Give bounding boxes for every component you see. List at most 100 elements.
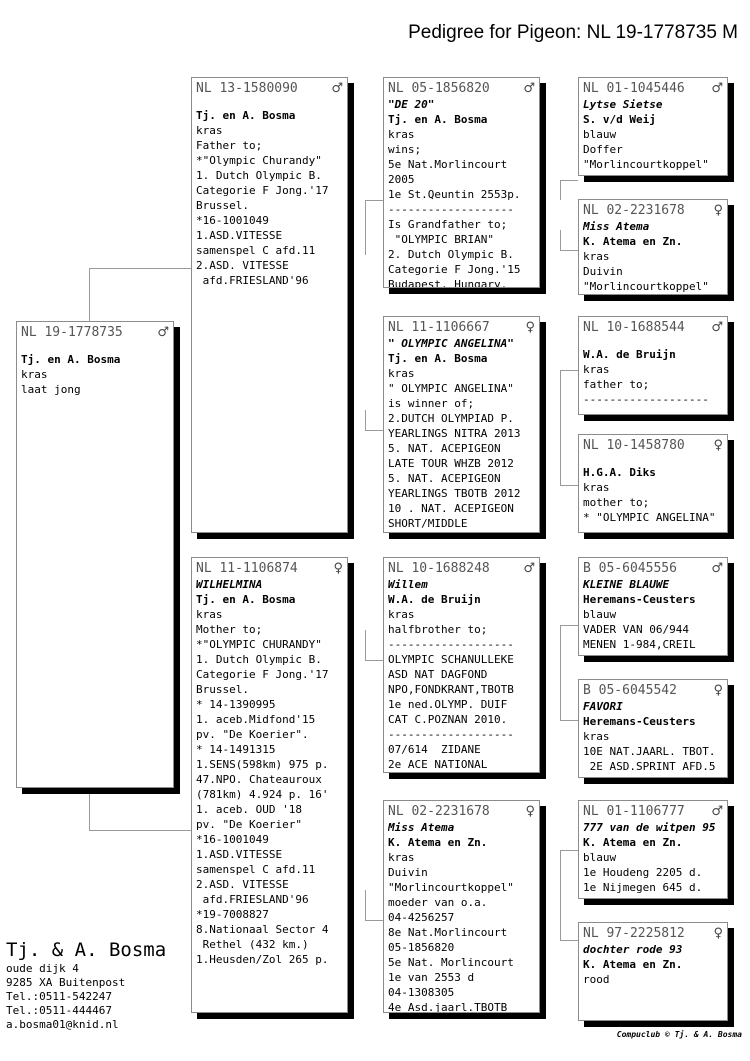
- ring-number: NL 10-1458780: [583, 438, 685, 453]
- info-line: OLYMPIC SCHANULLEKE: [388, 653, 514, 666]
- owner-name: K. Atema en Zn.: [583, 836, 683, 849]
- info-line: blauw: [583, 128, 617, 141]
- pigeon-name: Miss Atema: [388, 821, 455, 834]
- connector: [560, 850, 561, 900]
- info-line: afd.FRIESLAND'96: [196, 893, 309, 906]
- owner-name: W.A. de Bruijn: [583, 348, 676, 361]
- name-spacer: [583, 454, 723, 465]
- ring-number: NL 02-2231678: [583, 203, 685, 218]
- info-line: Is Grandfather to;: [388, 218, 508, 231]
- info-line: 4e Asd.jaarl.TBOTB: [388, 1001, 508, 1013]
- owner-name: Tj. en A. Bosma: [388, 352, 488, 365]
- info-line: "Morlincourtkoppel": [583, 280, 709, 293]
- info-line: 1. aceb.Midfond'15: [196, 713, 316, 726]
- page-title: Pedigree for Pigeon: NL 19-1778735 M: [408, 22, 738, 43]
- ring-number: NL 13-1580090: [196, 81, 298, 96]
- breeder-address-block: Tj. & A. Bosma oude dijk 4 9285 XA Buite…: [6, 938, 166, 1032]
- pigeon-name: KLEINE BLAUWE: [583, 578, 670, 591]
- info-line: kras: [583, 363, 610, 376]
- info-line: 5e Nat. Morlincourt: [388, 956, 514, 969]
- info-line: VADER VAN 06/944: [583, 623, 689, 636]
- info-line: 5. NAT. ACEPIGEON: [388, 442, 501, 455]
- connector: [365, 200, 366, 255]
- info-line: NPO,FONDKRANT,TBOTB: [388, 683, 514, 696]
- info-line: 8.Nationaal Sector 4: [196, 923, 329, 936]
- info-line: 07/614 ZIDANE: [388, 743, 481, 756]
- breeder-phone-1: Tel.:0511-542247: [6, 990, 112, 1003]
- info-line: Categorie F Jong.'15: [388, 263, 521, 276]
- info-line: laat jong: [21, 383, 81, 396]
- info-line: afd.FRIESLAND'96: [196, 274, 309, 287]
- pigeon-card-father-dam: NL 11-1106667♀" OLYMPIC ANGELINA"Tj. en …: [383, 316, 540, 533]
- info-line: YEARLINGS TBOTB 2012: [388, 487, 521, 500]
- info-line: *16-1001049: [196, 214, 269, 227]
- info-line: LATE TOUR WHZB 2012: [388, 457, 514, 470]
- info-line: blauw: [583, 851, 617, 864]
- name-spacer: [196, 97, 343, 108]
- info-line: kras: [388, 367, 415, 380]
- connector: [89, 268, 191, 269]
- info-line: kras: [388, 608, 415, 621]
- info-line: wins;: [388, 143, 422, 156]
- pigeon-name: Willem: [388, 578, 428, 591]
- ring-number: NL 10-1688248: [388, 561, 490, 576]
- owner-name: W.A. de Bruijn: [388, 593, 481, 606]
- info-line: 1.SENS(598km) 975 p.: [196, 758, 329, 771]
- ring-number: NL 19-1778735: [21, 325, 123, 340]
- info-line: * 14-1491315: [196, 743, 276, 756]
- owner-name: Tj. en A. Bosma: [388, 113, 488, 126]
- info-line: ASD NAT DAGFOND: [388, 668, 488, 681]
- info-line: is winner of;: [388, 397, 475, 410]
- card-header: NL 19-1778735♂: [21, 324, 169, 341]
- breeder-phone-2: Tel.:0511-444467: [6, 1004, 112, 1017]
- card-header: NL 01-1045446♂: [583, 80, 723, 97]
- info-line: -------------------: [388, 728, 514, 741]
- owner-name: Heremans-Ceusters: [583, 715, 696, 728]
- connector: [560, 230, 561, 250]
- info-line: kras: [196, 124, 223, 137]
- connector: [560, 370, 578, 371]
- info-line: 1. Dutch Olympic B.: [196, 653, 322, 666]
- female-symbol-icon: ♀: [713, 683, 723, 698]
- card-header: B 05-6045556♂: [583, 560, 723, 577]
- owner-name: S. v/d Weij: [583, 113, 656, 126]
- info-line: 2.ASD. VITESSE: [196, 259, 289, 272]
- name-spacer: [583, 336, 723, 347]
- female-symbol-icon: ♀: [525, 804, 535, 819]
- female-symbol-icon: ♀: [713, 926, 723, 941]
- card-header: NL 02-2231678♀: [583, 202, 723, 219]
- breeder-name: Tj. & A. Bosma: [6, 939, 167, 961]
- owner-name: Tj. en A. Bosma: [196, 109, 296, 122]
- info-line: SHORT/MIDDLE: [388, 517, 468, 530]
- info-line: blauw: [583, 608, 617, 621]
- info-line: 04-4256257: [388, 911, 455, 924]
- male-symbol-icon: ♂: [711, 804, 723, 819]
- connector: [365, 660, 383, 661]
- info-line: kras: [388, 128, 415, 141]
- info-line: 2E ASD.SPRINT AFD.5: [583, 760, 716, 773]
- ring-number: NL 01-1045446: [583, 81, 685, 96]
- pigeon-name: Lytse Sietse: [583, 98, 663, 111]
- info-line: moeder van o.a.: [388, 896, 488, 909]
- pigeon-name: 777 van de witpen 95: [583, 821, 716, 834]
- info-line: * 14-1390995: [196, 698, 276, 711]
- info-line: Doffer: [583, 143, 623, 156]
- info-line: CAT C.POZNAN 2010.: [388, 713, 508, 726]
- female-symbol-icon: ♀: [713, 438, 723, 453]
- connector: [365, 410, 366, 430]
- info-line: 1.ASD.VITESSE: [196, 848, 283, 861]
- info-line: "OLYMPIC BRIAN": [388, 233, 494, 246]
- info-line: MENEN 1-984,CREIL: [583, 638, 696, 651]
- info-line: 05-1856820: [388, 941, 455, 954]
- pigeon-name: FAVORI: [583, 700, 623, 713]
- info-line: kras: [583, 730, 610, 743]
- info-line: "Morlincourtkoppel": [388, 881, 514, 894]
- connector: [560, 425, 561, 485]
- info-line: pv. "De Koerier".: [196, 728, 309, 741]
- connector: [560, 250, 578, 251]
- connector: [560, 180, 561, 200]
